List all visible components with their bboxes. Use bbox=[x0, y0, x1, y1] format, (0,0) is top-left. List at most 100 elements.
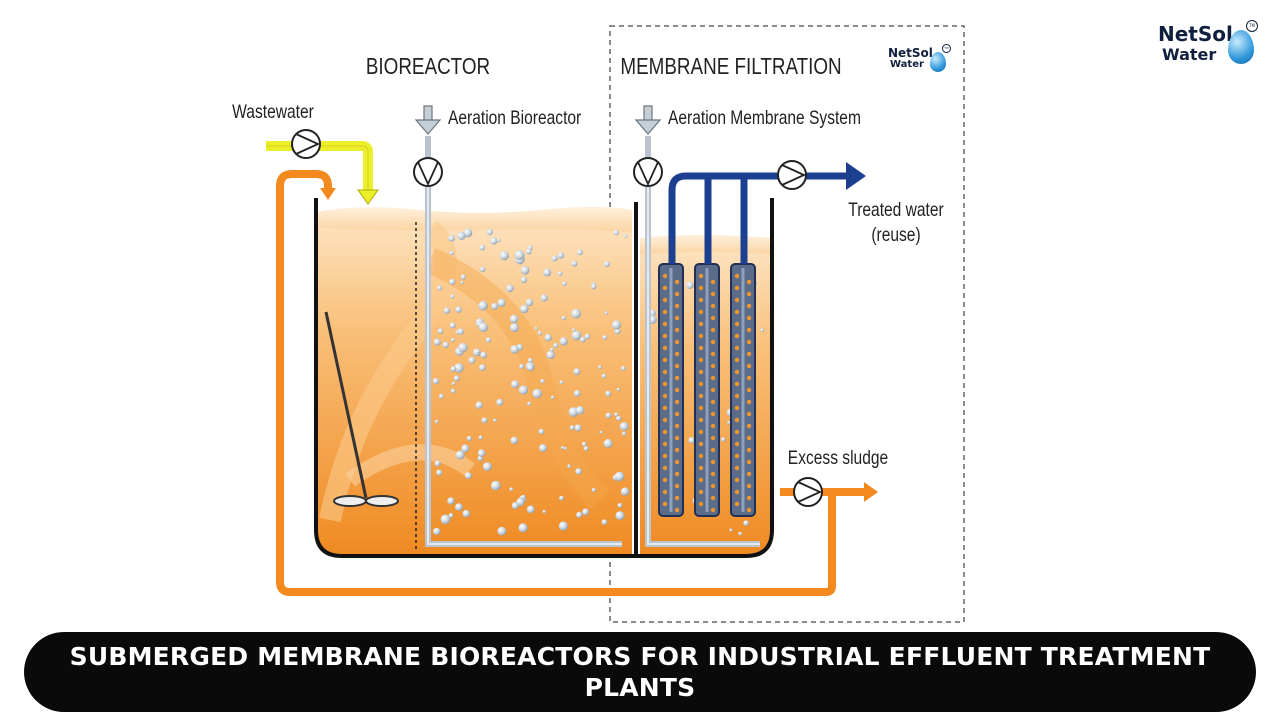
air-bubble bbox=[581, 441, 587, 447]
air-bubble bbox=[534, 326, 538, 331]
membrane-pore bbox=[710, 375, 716, 381]
air-bubble bbox=[497, 298, 506, 307]
wastewater-pipe bbox=[266, 141, 379, 205]
air-bubble bbox=[478, 435, 483, 440]
membrane-pore bbox=[662, 273, 668, 279]
air-bubble bbox=[485, 337, 492, 343]
air-bubble bbox=[527, 357, 533, 363]
air-bubble bbox=[561, 315, 566, 321]
air-bubble bbox=[491, 302, 499, 310]
membrane-pore bbox=[698, 405, 704, 411]
brand-logo-line1: NetSol bbox=[1158, 22, 1233, 46]
air-bubble bbox=[526, 505, 535, 514]
air-bubble bbox=[520, 304, 529, 314]
air-bubble bbox=[449, 322, 456, 329]
membrane-pore bbox=[674, 435, 680, 441]
brand-logo-drop-icon bbox=[1228, 30, 1254, 64]
air-bubble bbox=[560, 446, 565, 450]
air-bubble bbox=[477, 455, 483, 461]
membrane-pore bbox=[710, 279, 716, 285]
membrane-pore bbox=[746, 339, 752, 345]
air-bubble bbox=[449, 278, 456, 286]
air-bubble bbox=[450, 294, 455, 299]
air-bubble bbox=[478, 322, 489, 332]
air-bubble bbox=[576, 511, 583, 518]
diagram-logo-line1: NetSol bbox=[888, 46, 933, 60]
air-bubble bbox=[461, 444, 470, 453]
air-bubble bbox=[497, 238, 501, 243]
membrane-pore bbox=[710, 387, 716, 393]
treated-water-pipe bbox=[668, 162, 866, 264]
air-input-arrow-bioreactor bbox=[414, 105, 442, 160]
air-bubble bbox=[574, 424, 582, 432]
air-bubble bbox=[511, 502, 519, 510]
membrane-pore bbox=[734, 393, 740, 399]
membrane-pore bbox=[698, 309, 704, 315]
air-bubble bbox=[562, 281, 567, 286]
membrane-pore bbox=[746, 399, 752, 405]
membrane-pore bbox=[710, 435, 716, 441]
air-bubble bbox=[497, 526, 507, 536]
membrane-pore bbox=[662, 357, 668, 363]
air-bubble bbox=[447, 497, 455, 505]
air-bubble bbox=[463, 228, 473, 238]
air-bubble bbox=[729, 528, 733, 532]
air-bubble bbox=[583, 446, 589, 452]
membrane-pore bbox=[674, 387, 680, 393]
membrane-pore bbox=[662, 321, 668, 327]
membrane-pore bbox=[698, 441, 704, 447]
membrane-pore bbox=[710, 303, 716, 309]
air-bubble bbox=[436, 469, 443, 476]
membrane-filtration-label: MEMBRANE FILTRATION bbox=[620, 54, 841, 79]
air-bubble bbox=[510, 436, 519, 445]
membrane-pore bbox=[734, 321, 740, 327]
air-bubble bbox=[511, 380, 519, 389]
membrane-pore bbox=[662, 297, 668, 303]
air-bubble bbox=[449, 250, 454, 256]
air-bubble bbox=[601, 519, 608, 525]
membrane-pore bbox=[710, 507, 716, 513]
membrane-pore bbox=[698, 297, 704, 303]
air-bubble bbox=[518, 385, 529, 395]
air-bubble bbox=[434, 460, 441, 467]
air-bubble bbox=[539, 444, 548, 452]
air-bubble bbox=[466, 435, 472, 441]
air-bubble bbox=[520, 276, 528, 284]
air-bubble bbox=[546, 350, 555, 360]
membrane-pore bbox=[662, 417, 668, 423]
membrane-pore bbox=[710, 339, 716, 345]
air-bubble bbox=[457, 231, 466, 240]
air-bubble bbox=[510, 345, 519, 354]
membrane-pore bbox=[674, 291, 680, 297]
treated-water-reuse-label: (reuse) bbox=[871, 224, 920, 246]
membrane-pore bbox=[662, 489, 668, 495]
air-bubble bbox=[568, 407, 579, 417]
membrane-pore bbox=[734, 297, 740, 303]
membrane-pore bbox=[710, 327, 716, 333]
membrane-pore bbox=[674, 423, 680, 429]
air-bubble bbox=[526, 248, 532, 255]
membrane-pore bbox=[746, 315, 752, 321]
membrane-pore bbox=[662, 501, 668, 507]
membrane-pore bbox=[662, 345, 668, 351]
membrane-pore bbox=[698, 273, 704, 279]
air-bubble bbox=[442, 341, 449, 349]
air-bubble bbox=[582, 508, 590, 516]
air-bubble bbox=[480, 351, 487, 359]
membrane-pore bbox=[698, 345, 704, 351]
air-bubble bbox=[482, 462, 492, 472]
air-bubble bbox=[760, 328, 764, 332]
membrane-pore bbox=[662, 453, 668, 459]
air-bubble bbox=[571, 308, 581, 319]
wastewater-pump-icon bbox=[291, 129, 321, 159]
air-bubble bbox=[455, 450, 465, 460]
diagram-logo-mark: TM bbox=[942, 44, 951, 53]
air-bubble bbox=[506, 284, 514, 293]
air-bubble bbox=[496, 398, 504, 406]
membrane-pore bbox=[698, 477, 704, 483]
membrane-pore bbox=[674, 483, 680, 489]
air-bubble bbox=[451, 381, 456, 386]
air-bubble bbox=[688, 437, 695, 444]
air-bubble bbox=[448, 513, 454, 518]
air-bubble bbox=[604, 311, 608, 315]
